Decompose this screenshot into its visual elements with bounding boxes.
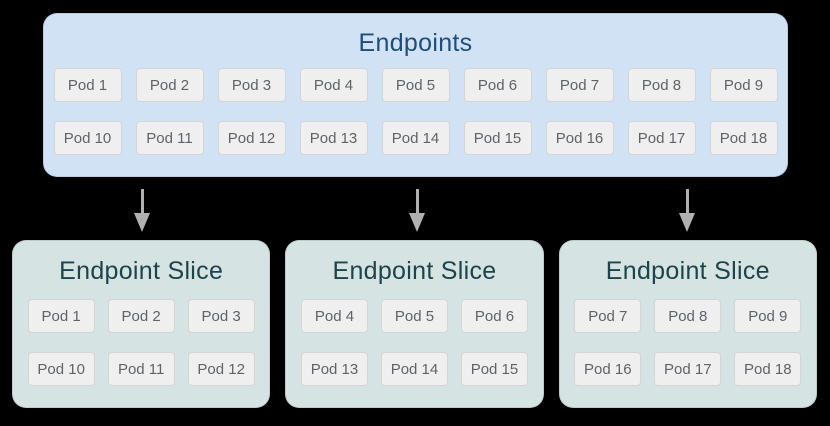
pod-chip: Pod 1 [27,299,95,333]
endpoints-pod-row-2: Pod 10 Pod 11 Pod 12 Pod 13 Pod 14 Pod 15 Pod … [44,121,787,155]
pod-chip: Pod 18 [709,121,778,155]
pod-chip: Pod 15 [463,121,532,155]
endpoint-slice-title: Endpoint Slice [59,257,224,285]
arrow-head [134,213,150,232]
pod-chip: Pod 12 [187,352,255,386]
slice1-pod-row-2: Pod 10 Pod 11 Pod 12 [13,352,269,386]
endpoints-pod-row-1: Pod 1 Pod 2 Pod 3 Pod 4 Pod 5 Pod 6 Pod 7 Pod 8… [44,68,787,102]
slice3-pod-row-1: Pod 7 Pod 8 Pod 9 [560,299,816,333]
slice2-pod-row-2: Pod 13 Pod 14 Pod 15 [286,352,542,386]
pod-chip: Pod 8 [627,68,696,102]
pod-chip: Pod 9 [709,68,778,102]
pod-chip: Pod 13 [299,121,368,155]
slice1-pod-row-1: Pod 1 Pod 2 Pod 3 [13,299,269,333]
pod-chip: Pod 10 [53,121,122,155]
pod-chip: Pod 10 [27,352,95,386]
slice2-pod-row-1: Pod 4 Pod 5 Pod 6 [286,299,542,333]
pod-chip: Pod 13 [300,352,368,386]
pod-chip: Pod 6 [463,68,532,102]
pod-chip: Pod 1 [53,68,122,102]
arrow-stem [415,189,419,214]
arrow-down-icon [134,189,150,233]
arrow-down-icon [409,189,425,233]
pod-chip: Pod 2 [107,299,175,333]
pod-chip: Pod 11 [107,352,175,386]
pod-chip: Pod 12 [217,121,286,155]
pod-chip: Pod 4 [299,68,368,102]
pod-chip: Pod 5 [381,68,450,102]
arrow-down-icon [679,189,695,233]
pod-chip: Pod 17 [654,352,722,386]
arrow-head [409,213,425,232]
endpoint-slice-title: Endpoint Slice [332,257,497,285]
pod-chip: Pod 14 [380,352,448,386]
pod-chip: Pod 2 [135,68,204,102]
pod-chip: Pod 16 [545,121,614,155]
pod-chip: Pod 4 [300,299,368,333]
pod-chip: Pod 8 [654,299,722,333]
pod-chip: Pod 14 [381,121,450,155]
arrow-stem [685,189,689,214]
pod-chip: Pod 3 [217,68,286,102]
slice3-pod-row-2: Pod 16 Pod 17 Pod 18 [560,352,816,386]
pod-chip: Pod 5 [380,299,448,333]
endpoints-title: Endpoints [358,29,473,57]
pod-chip: Pod 17 [627,121,696,155]
pod-chip: Pod 3 [187,299,255,333]
arrow-stem [140,189,144,214]
pod-chip: Pod 16 [574,352,642,386]
pod-chip: Pod 7 [574,299,642,333]
pod-chip: Pod 18 [734,352,802,386]
pod-chip: Pod 6 [460,299,528,333]
endpoint-slice-title: Endpoint Slice [605,257,770,285]
pod-chip: Pod 15 [460,352,528,386]
arrow-head [679,213,695,232]
pod-chip: Pod 9 [734,299,802,333]
pod-chip: Pod 11 [135,121,204,155]
endpoints-box: Endpoints Pod 1 Pod 2 Pod 3 Pod 4 Pod 5 Pod 6… [43,13,788,177]
pod-chip: Pod 7 [545,68,614,102]
